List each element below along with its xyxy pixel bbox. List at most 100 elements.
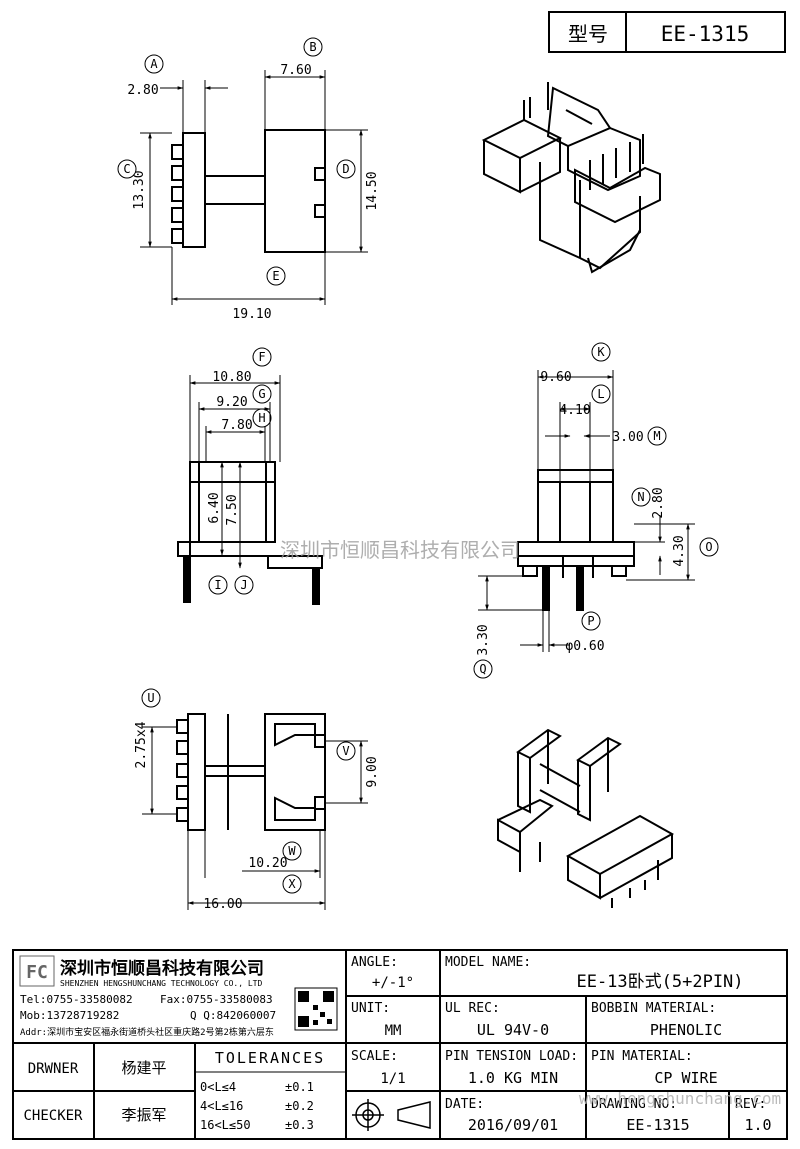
pin-material-label: PIN MATERIAL: — [591, 1049, 693, 1064]
company-tel: Tel:0755-33580082 — [20, 993, 133, 1006]
drawer-value: 杨建平 — [121, 1059, 166, 1077]
ul-rec-label: UL REC: — [445, 1001, 500, 1016]
company-logo: FC — [19, 955, 55, 987]
drawer-label: DRWNER — [28, 1061, 79, 1077]
label-g: G — [258, 387, 265, 401]
model-name-label: MODEL NAME: — [445, 955, 531, 970]
label-x: X — [288, 877, 296, 891]
dim-g: 9.20 — [216, 395, 247, 410]
qr-code — [294, 987, 338, 1031]
scale-label: SCALE: — [351, 1049, 398, 1064]
tolerance-value-1: ±0.1 — [285, 1080, 314, 1094]
checker-label: CHECKER — [23, 1108, 83, 1124]
label-j: J — [240, 578, 247, 592]
label-v: V — [342, 744, 349, 758]
bottom-view-dims — [142, 726, 368, 910]
label-k: K — [597, 345, 605, 359]
label-w: W — [288, 844, 296, 858]
bobbin-material-label: BOBBIN MATERIAL: — [591, 1001, 716, 1016]
label-h: H — [258, 411, 265, 425]
dim-j: 7.50 — [225, 494, 240, 525]
date-value: 2016/09/01 — [468, 1116, 558, 1134]
label-d: D — [342, 162, 349, 176]
tolerance-range-3: 16<L≤50 — [200, 1118, 251, 1132]
label-b: B — [309, 40, 316, 54]
svg-text:FC: FC — [26, 962, 48, 983]
scale-value: 1/1 — [380, 1071, 405, 1087]
front-view-dims — [140, 70, 368, 305]
date-label: DATE: — [445, 1097, 484, 1112]
pin-material-value: CP WIRE — [654, 1069, 717, 1087]
model-header-value: EE-1315 — [661, 22, 750, 46]
dim-w: 10.20 — [248, 856, 287, 871]
tolerance-value-2: ±0.2 — [285, 1099, 314, 1113]
model-name-value: EE-13卧式(5+2PIN) — [576, 972, 743, 992]
side-view — [177, 461, 323, 605]
end-view — [517, 469, 635, 611]
dim-h: 7.80 — [221, 418, 252, 433]
dim-o: 4.30 — [672, 535, 687, 566]
unit-label: UNIT: — [351, 1001, 390, 1016]
dim-f: 10.80 — [212, 370, 251, 385]
pin-tension-label: PIN TENSION LOAD: — [445, 1049, 578, 1064]
dim-e: 19.10 — [232, 307, 271, 322]
title-block-grid — [12, 949, 788, 1140]
unit-value: MM — [385, 1023, 402, 1039]
projection-symbol-icon — [352, 1099, 431, 1131]
label-e: E — [272, 269, 279, 283]
company-name-cn: 深圳市恒顺昌科技有限公司 — [60, 958, 264, 979]
model-header: 型号 EE-1315 — [548, 11, 786, 53]
drawing-no-label: DRAWING NO: — [591, 1097, 677, 1112]
label-q: Q — [479, 662, 486, 676]
isometric-view-top — [481, 82, 661, 274]
label-f: F — [258, 350, 265, 364]
label-u: U — [147, 691, 154, 705]
dim-a: 2.80 — [127, 83, 158, 98]
angle-value: +/-1° — [372, 975, 414, 991]
tolerance-value-3: ±0.3 — [285, 1118, 314, 1132]
dim-p: φ0.60 — [565, 639, 604, 654]
company-qq: Q Q:842060007 — [190, 1009, 276, 1022]
dim-i: 6.40 — [207, 492, 222, 523]
watermark-text: 深圳市恒顺昌科技有限公司 — [280, 538, 520, 562]
tolerances-label: TOLERANCES — [215, 1049, 325, 1067]
dim-u: 2.75x4 — [134, 721, 149, 768]
bottom-view — [176, 713, 326, 831]
dim-d: 14.50 — [365, 171, 380, 210]
company-address: Addr:深圳市宝安区福永街道桥头社区重庆路2号第2栋第六层东 — [20, 1026, 274, 1038]
label-a: A — [150, 57, 158, 71]
checker-value: 李振军 — [121, 1106, 166, 1124]
label-i: I — [214, 578, 221, 592]
front-view — [171, 129, 326, 253]
ul-rec-value: UL 94V-0 — [477, 1021, 549, 1039]
dim-n: 2.80 — [651, 487, 666, 518]
label-l: L — [597, 387, 604, 401]
end-view-dims — [478, 370, 695, 652]
company-fax: Fax:0755-33580083 — [160, 993, 273, 1006]
dim-c: 13.30 — [132, 170, 147, 209]
company-mob: Mob:13728719282 — [20, 1009, 119, 1022]
label-m: M — [653, 429, 660, 443]
label-c: C — [123, 162, 130, 176]
dim-q: 3.30 — [476, 624, 491, 655]
side-view-dims — [189, 375, 281, 569]
tolerance-range-1: 0<L≤4 — [200, 1080, 236, 1094]
dim-b: 7.60 — [280, 63, 311, 78]
company-name-en: SHENZHEN HENGSHUNCHANG TECHNOLOGY CO., L… — [60, 979, 262, 988]
label-n: N — [637, 490, 644, 504]
isometric-view-bottom — [497, 728, 675, 908]
label-o: O — [705, 540, 712, 554]
rev-label: REV: — [735, 1097, 766, 1112]
rev-value: 1.0 — [744, 1116, 771, 1134]
tolerance-range-2: 4<L≤16 — [200, 1099, 243, 1113]
angle-label: ANGLE: — [351, 955, 398, 970]
label-p: P — [587, 614, 594, 628]
dim-v: 9.00 — [365, 756, 380, 787]
dim-x: 16.00 — [203, 897, 242, 912]
dim-k: 9.60 — [540, 370, 571, 385]
drawing-no-value: EE-1315 — [626, 1116, 689, 1134]
watermark-url: www.hengshunchang.com — [579, 1089, 781, 1108]
bobbin-material-value: PHENOLIC — [650, 1021, 722, 1039]
dim-l: 4.10 — [559, 403, 590, 418]
